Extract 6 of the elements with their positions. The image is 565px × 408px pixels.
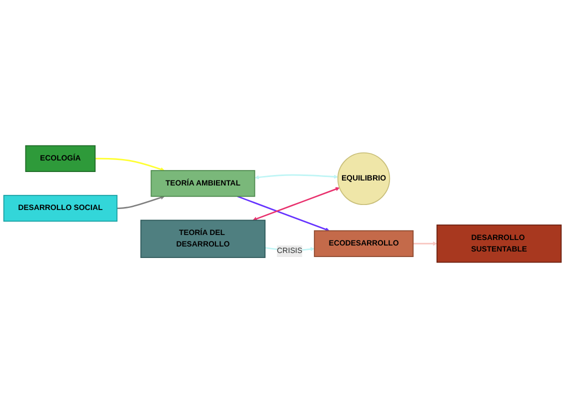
arrow [237, 196, 330, 232]
arrow [252, 187, 340, 221]
arrow [116, 196, 165, 210]
arrow [254, 174, 338, 180]
arrow [95, 158, 165, 172]
arrow [413, 242, 438, 246]
